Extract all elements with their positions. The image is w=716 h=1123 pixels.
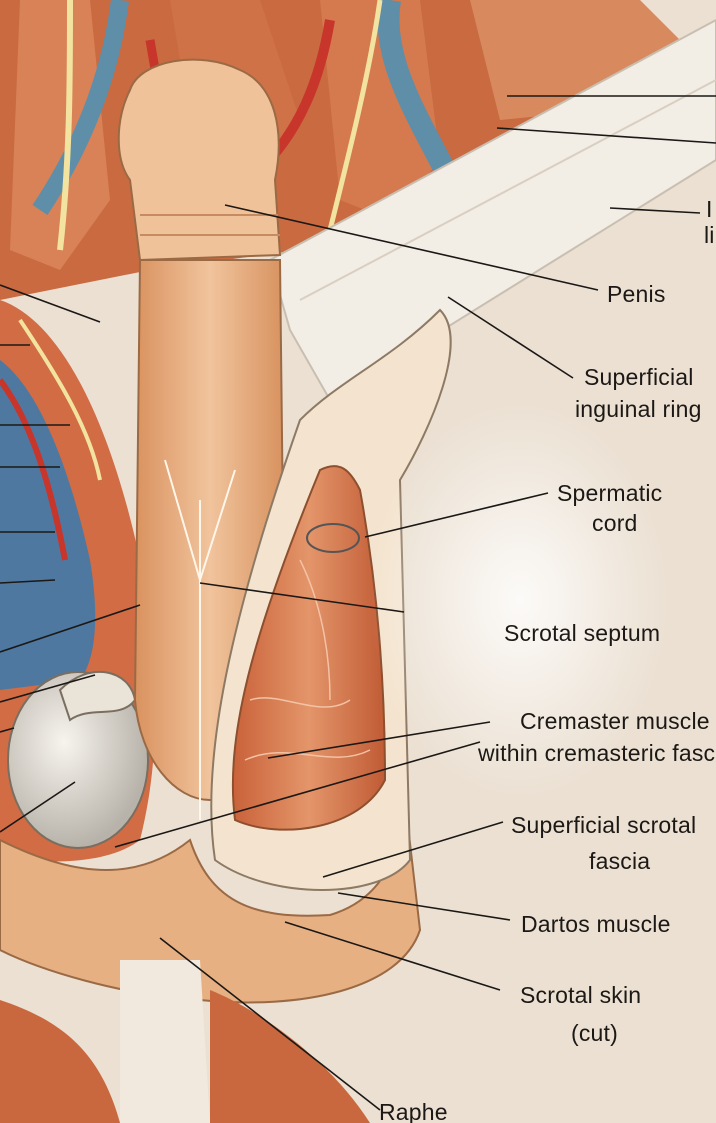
thigh-left — [120, 960, 210, 1123]
label-dartos-muscle: Dartos muscle — [521, 911, 671, 937]
penis-illustration — [117, 58, 287, 820]
label-superficial-inguinal-ring-1: Superficial — [584, 364, 694, 390]
label-cremaster-1: Cremaster muscle — [520, 708, 710, 734]
label-top-clip-2: li — [704, 222, 715, 248]
left-cord-and-testis — [0, 300, 155, 862]
right-scrotal-sac — [210, 308, 452, 891]
leader-lines — [0, 95, 716, 1111]
glare — [370, 400, 670, 800]
label-spermatic-cord-2: cord — [592, 510, 638, 536]
thigh-muscle-left — [0, 1000, 120, 1123]
label-superficial-inguinal-ring-2: inguinal ring — [575, 396, 702, 422]
thigh-muscle-right — [210, 990, 370, 1123]
label-penis: Penis — [607, 281, 666, 307]
label-raphe: Raphe — [379, 1099, 448, 1123]
ligament-fibers — [299, 79, 716, 301]
label-scrotal-skin-2: (cut) — [571, 1020, 618, 1046]
label-scrotal-septum: Scrotal septum — [504, 620, 661, 646]
label-superficial-scrotal-fascia-1: Superficial scrotal — [511, 812, 697, 838]
label-cremaster-2: within cremasteric fascia — [478, 740, 716, 766]
label-scrotal-skin-1: Scrotal skin — [520, 982, 642, 1008]
inguinal-ligament — [268, 18, 716, 402]
label-top-clip-1: I — [706, 196, 713, 222]
label-superficial-scrotal-fascia-2: fascia — [589, 848, 651, 874]
label-spermatic-cord-1: Spermatic — [557, 480, 663, 506]
